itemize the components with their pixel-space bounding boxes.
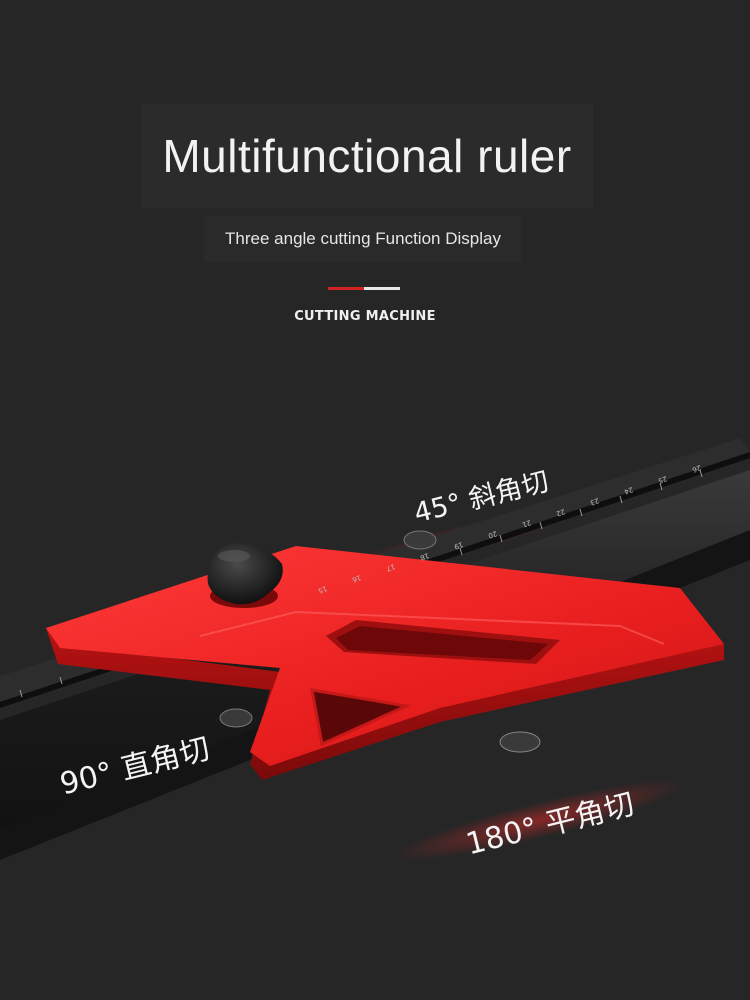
ruler-tick-label: 23	[589, 496, 600, 507]
divider-red	[328, 287, 364, 290]
brand-label: CUTTING MACHINE	[294, 309, 436, 324]
ruler-tick-label: 15	[317, 584, 328, 595]
rail-foot-45	[403, 530, 437, 550]
subtitle-box: Three angle cutting Function Display	[204, 216, 522, 262]
ruler-tick-label: 21	[521, 518, 532, 529]
rail-foot-180	[499, 731, 541, 753]
title-box: Multifunctional ruler	[141, 104, 593, 208]
ruler-tick-label: 18	[419, 551, 430, 562]
rail-foot-90	[219, 708, 253, 728]
divider-white	[364, 287, 400, 290]
ruler-tick-label: 16	[350, 573, 362, 584]
ruler-tick-label: 25	[657, 474, 668, 485]
ruler-ridge	[199, 610, 665, 645]
ruler-tick-label: 24	[622, 485, 634, 496]
ruler-slot-inner	[336, 626, 548, 660]
ruler-block-side	[46, 628, 724, 780]
ruler-tick-label: 17	[385, 562, 396, 573]
page-title: Multifunctional ruler	[162, 130, 572, 182]
knob-highlight	[218, 550, 250, 562]
glow-180	[394, 779, 686, 861]
page-subtitle: Three angle cutting Function Display	[225, 229, 501, 248]
ruler-tick-label: 22	[555, 507, 566, 518]
ruler-tick-label: 20	[487, 529, 498, 540]
ruler-tick-label: 19	[453, 540, 464, 551]
ruler-triangle-opening	[310, 688, 412, 747]
ruler-tick-label: 26	[690, 463, 702, 474]
